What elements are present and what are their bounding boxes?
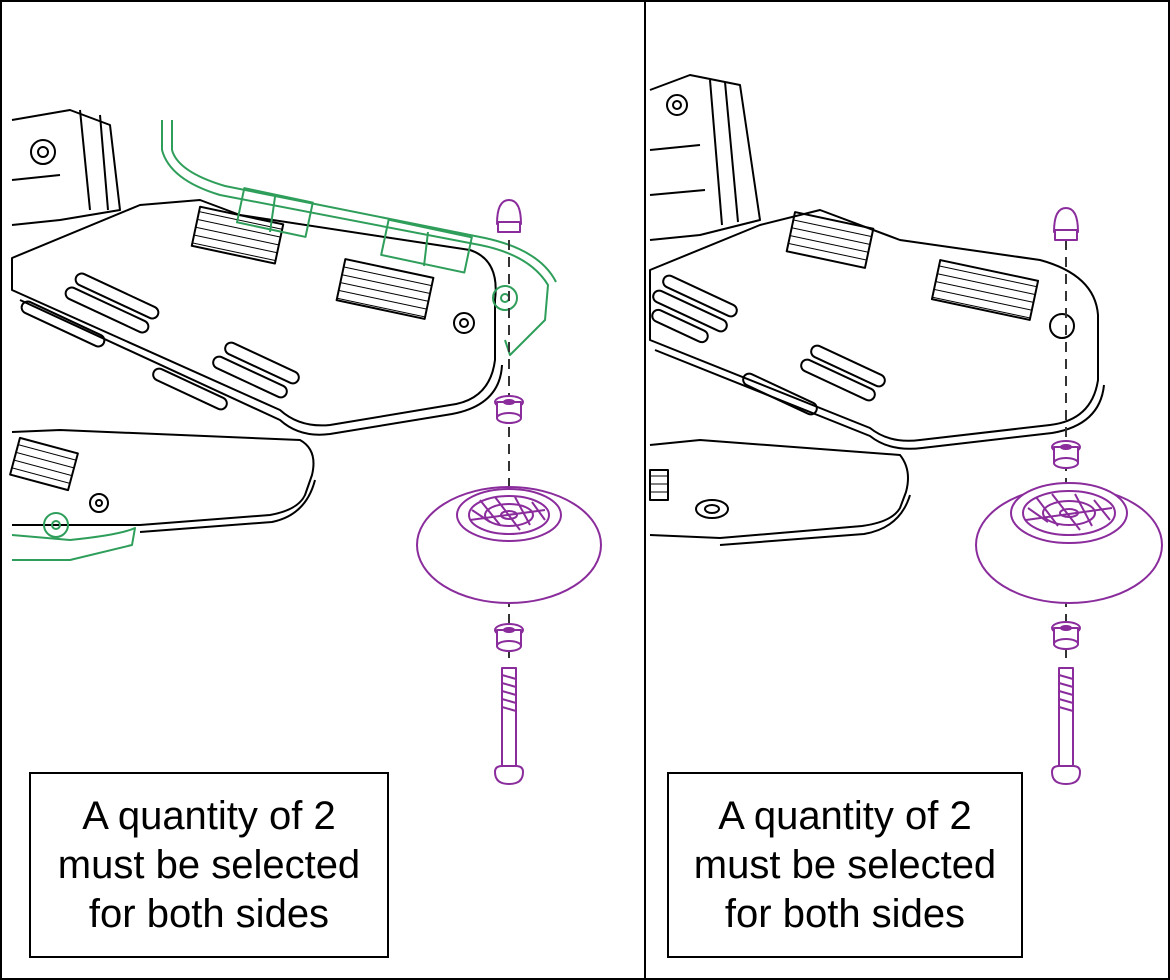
note-line: for both sides bbox=[724, 891, 966, 936]
cap-nut-icon bbox=[496, 199, 522, 233]
hardware-stack-left bbox=[416, 199, 602, 785]
washer-icon bbox=[1051, 440, 1081, 469]
footplate-lower-right bbox=[649, 439, 911, 546]
panel-left-drawing bbox=[9, 109, 503, 533]
footplate-upper-right bbox=[649, 209, 1105, 450]
bolt-icon bbox=[494, 667, 524, 785]
quantity-note-right: A quantity of 2 must be selected for bot… bbox=[667, 772, 1023, 958]
hardware-stack-right bbox=[975, 207, 1163, 785]
footplate-lower-left bbox=[9, 429, 316, 533]
mounting-bracket-right bbox=[649, 74, 761, 241]
note-line: A quantity of 2 bbox=[82, 793, 336, 838]
washer-icon bbox=[494, 623, 524, 652]
caster-wheel-icon bbox=[975, 482, 1163, 604]
quantity-note-left: A quantity of 2 must be selected for bot… bbox=[29, 772, 389, 958]
caster-wheel-icon bbox=[416, 486, 602, 604]
mounting-bracket-left bbox=[11, 109, 121, 226]
footplate-upper-left bbox=[11, 199, 503, 436]
bolt-icon bbox=[1051, 667, 1081, 785]
note-line: must be selected bbox=[693, 842, 997, 887]
cap-nut-icon bbox=[1053, 207, 1079, 241]
note-line: for both sides bbox=[88, 891, 330, 936]
note-line: must be selected bbox=[57, 842, 361, 887]
washer-icon bbox=[494, 395, 524, 424]
note-line: A quantity of 2 bbox=[718, 793, 972, 838]
panel-right-drawing bbox=[649, 74, 1105, 546]
washer-icon bbox=[1051, 621, 1081, 650]
highlight-part-left bbox=[11, 120, 557, 561]
